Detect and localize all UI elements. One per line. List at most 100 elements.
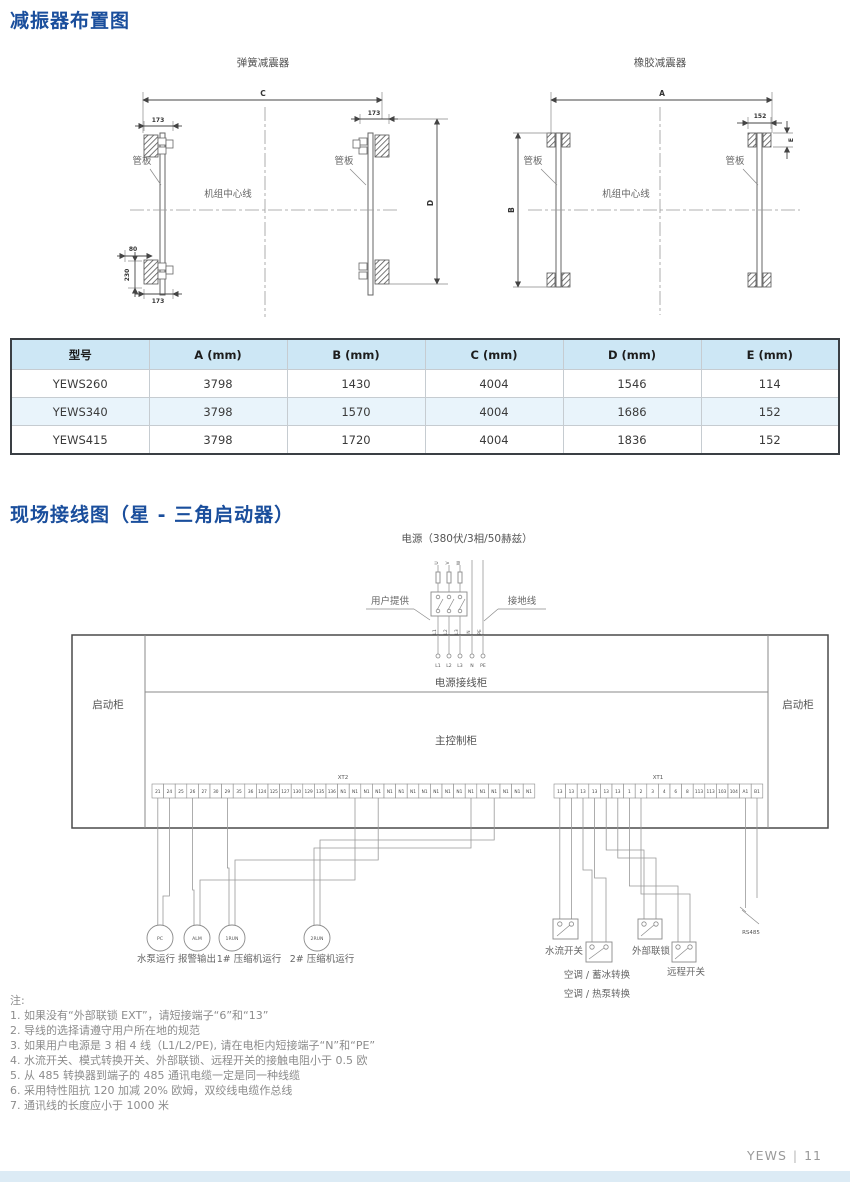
- output-relays: PC ALM 1RUN 2RUN 水泵运行 报警输出 1# 压缩机运行 2# 压…: [137, 924, 355, 965]
- notes-title: 注:: [10, 994, 25, 1007]
- external-interlock-box: [637, 918, 663, 940]
- terminal-number: N1: [456, 789, 462, 795]
- footer-accent-bar: [0, 1171, 850, 1182]
- rubber-damper-diagram: 橡胶减震器 A B: [507, 56, 800, 315]
- note-item: 5. 从 485 转换器到端子的 485 通讯电缆一定是同一种线缆: [10, 1069, 300, 1082]
- mode-switch-label2: 空调 / 热泵转换: [564, 988, 631, 1000]
- note-item: 6. 采用特性阻抗 120 加减 20% 欧姆，双绞线电缆作总线: [10, 1084, 293, 1097]
- fuse-icon: [446, 571, 452, 584]
- cell: 3798: [148, 369, 288, 398]
- terminal-number: 130: [293, 789, 301, 795]
- table-row: YEWS340 3798 1570 4004 1686 152: [10, 397, 840, 426]
- note-item: 2. 导线的选择请遵守用户所在地的规范: [10, 1024, 200, 1037]
- relay-comp2: [303, 924, 331, 952]
- terminal-number: B1: [754, 789, 760, 795]
- xt2-label: XT2: [338, 775, 349, 781]
- comp2-run-label: 2# 压缩机运行: [290, 953, 355, 965]
- terminal-number: 2: [640, 789, 643, 795]
- terminal-number: 1: [628, 789, 631, 795]
- terminal-number: 127: [281, 789, 289, 795]
- terminal-number: 125: [270, 789, 278, 795]
- terminal-number: 124: [258, 789, 266, 795]
- terminal-number: N1: [387, 789, 393, 795]
- unit-centerline-label: 机组中心线: [602, 188, 650, 200]
- flow-switch-label: 水流开关: [545, 945, 584, 957]
- terminal-number: 3: [651, 789, 654, 795]
- dim-label-173-right: 173: [368, 110, 381, 117]
- dim-label-E: E: [788, 138, 795, 142]
- input-wires: [559, 798, 758, 942]
- incoming-pe-rot: PE: [477, 629, 483, 635]
- phase-v-label: V: [445, 561, 451, 565]
- mode-switch-label1: 空调 / 蓄冰转换: [564, 969, 631, 981]
- terminal-number: 13: [580, 789, 586, 795]
- relay-pump: [146, 924, 174, 952]
- rs485-switch-icon: [741, 909, 760, 925]
- footer-page-number: 11: [804, 1148, 822, 1163]
- starter-cabinet-left-label: 启动柜: [92, 698, 124, 711]
- terminal-number: 26: [190, 789, 196, 795]
- footer-separator: |: [792, 1148, 799, 1163]
- terminal-number: N1: [398, 789, 404, 795]
- tube-plate-label-right: 管板: [334, 155, 354, 167]
- cell: 3798: [148, 397, 288, 426]
- cell-model: YEWS260: [10, 369, 150, 398]
- terminal-number: N1: [491, 789, 497, 795]
- unit-centerline-label: 机组中心线: [204, 188, 252, 200]
- tube-plate-label-left: 管板: [132, 155, 152, 167]
- col-b: B (mm): [286, 338, 426, 370]
- terminal-number: 13: [615, 789, 621, 795]
- dim-label-D: D: [426, 200, 435, 206]
- dim-label-173: 173: [152, 117, 165, 124]
- col-c: C (mm): [424, 338, 564, 370]
- page-footer: YEWS|11: [747, 1148, 822, 1163]
- terminal-number: 25: [178, 789, 184, 795]
- cell: 1836: [562, 425, 702, 455]
- tube-plate-label-right: 管板: [725, 155, 745, 167]
- col-a: A (mm): [148, 338, 288, 370]
- field-wiring-diagram: 电源（380伏/3相/50赫兹） U V W 用户提供 接地线 L1: [71, 532, 829, 1000]
- dim-label-B: B: [507, 207, 516, 213]
- incoming-breaker: U V W 用户提供 接地线 L1 L2 L3 N PE: [366, 560, 546, 635]
- starter-cabinet-right-label: 启动柜: [782, 698, 814, 711]
- cell: 152: [700, 425, 840, 455]
- terminal-cell: [522, 783, 536, 799]
- terminal-number: 35: [236, 789, 242, 795]
- note-item: 7. 通讯线的长度应小于 1000 米: [10, 1099, 169, 1112]
- terminal-number: N1: [375, 789, 381, 795]
- terminal-number: 13: [569, 789, 575, 795]
- dim-label-173-bottom: 173: [152, 298, 165, 305]
- power-cabinet-label: 电源接线柜: [435, 676, 488, 689]
- dim-label-C: C: [260, 89, 266, 98]
- rubber-damper-title: 橡胶减震器: [634, 56, 687, 69]
- cell: 4004: [424, 397, 564, 426]
- fuse-icon: [457, 571, 463, 584]
- terminal-number: 4: [663, 789, 666, 795]
- relay-pump-tag: PC: [157, 936, 163, 942]
- cell: 114: [700, 369, 840, 398]
- spring-damper-title: 弹簧减震器: [237, 56, 290, 69]
- terminal-number: N1: [445, 789, 451, 795]
- col-e: E (mm): [700, 338, 840, 370]
- terminal-number: N1: [526, 789, 532, 795]
- incoming-l2-rot: L2: [443, 629, 449, 635]
- terminal-number: 30: [213, 789, 219, 795]
- terminal-number: 104: [730, 789, 738, 795]
- relay-comp1: [218, 924, 246, 952]
- power-supply-label: 电源（380伏/3相/50赫兹）: [401, 532, 532, 545]
- output-wires: [157, 798, 495, 925]
- cell-model: YEWS340: [10, 397, 150, 426]
- terminal-pe: PE: [480, 663, 486, 669]
- spring-damper-diagram: 弹簧减震器 C 173: [117, 56, 448, 317]
- terminal-number: 27: [201, 789, 207, 795]
- terminal-number: N1: [410, 789, 416, 795]
- table-header-row: 型号 A (mm) B (mm) C (mm) D (mm) E (mm): [10, 338, 840, 370]
- xt1-label: XT1: [653, 775, 664, 781]
- relay-alarm: [183, 924, 211, 952]
- phase-u-label: U: [434, 561, 440, 564]
- terminal-number: 13: [557, 789, 563, 795]
- terminal-number: 13: [592, 789, 598, 795]
- terminal-number: 135: [316, 789, 324, 795]
- relay-comp1-tag: 1RUN: [226, 936, 239, 942]
